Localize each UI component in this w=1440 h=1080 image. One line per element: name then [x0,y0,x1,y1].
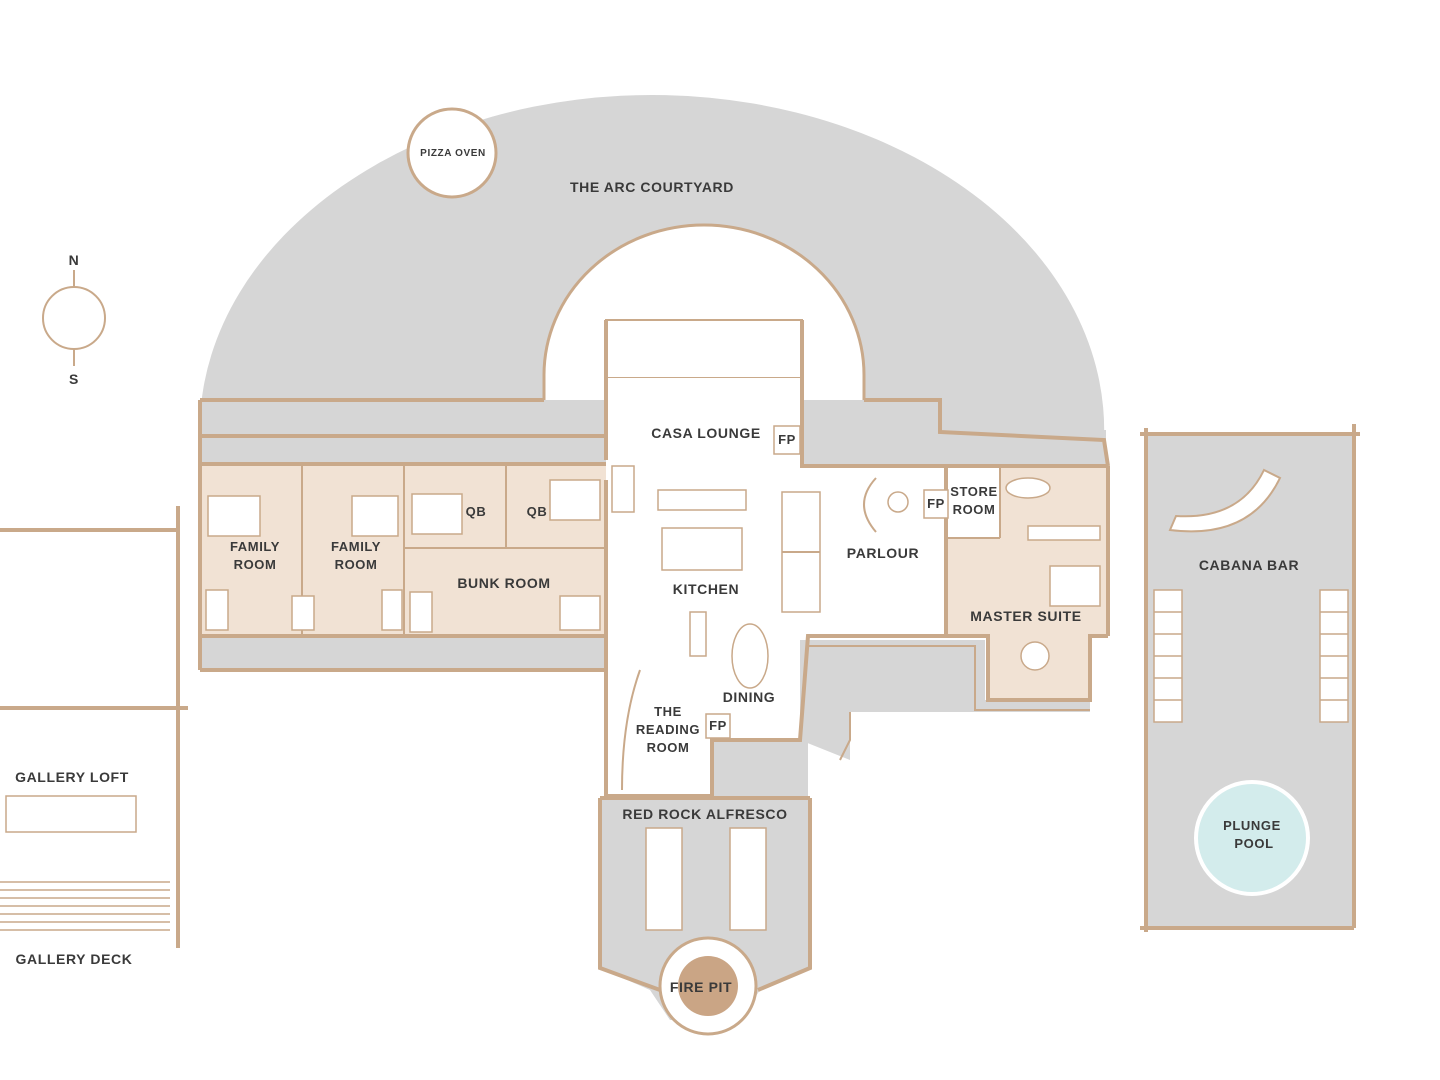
reading-room-wall [621,669,641,791]
qb-1-label: QB [466,504,487,519]
vanity [1027,525,1101,541]
bathtub [1005,477,1051,499]
cabana-bar-counter [1168,468,1282,533]
lounger-1 [645,827,683,931]
bed-family-2 [351,495,399,537]
reading-room-line-2: READING [636,722,700,737]
fp-reading-label: FP [709,718,727,733]
compass-circle [42,286,106,350]
dining-sideboard [689,611,707,657]
gallery-deck-boards [0,881,170,931]
fp-parlour-box [923,489,949,519]
master-south-wall [946,634,1108,702]
parlour-chair [887,491,909,513]
master-table [1020,641,1050,671]
lounger-2 [729,827,767,931]
central-core [606,378,946,796]
dining-label: DINING [723,689,776,705]
store-room-line-2: ROOM [953,502,996,517]
bed-single-3 [381,589,403,631]
kitchen-label: KITCHEN [673,581,739,597]
fire-pit-core [678,956,738,1016]
gallery-walls [0,506,188,948]
reading-room-line-1: THE [654,704,682,719]
arc-courtyard-label: THE ARC COURTYARD [570,179,734,195]
casa-lounge-label: CASA LOUNGE [651,425,761,441]
bed-qb-1 [411,493,463,535]
store-room-line-1: STORE [950,484,998,499]
arc-inner [542,223,866,400]
reading-room-line-3: ROOM [647,740,690,755]
cabana-daybeds-right [1319,589,1349,723]
east-corridor [800,430,1106,466]
plunge-pool-line-2: POOL [1234,836,1273,851]
family-room-1-line-1: FAMILY [230,539,280,554]
terrace-outline [808,645,1090,761]
parlour-sofa [863,477,877,533]
master-bed [1049,565,1101,607]
master-suite-label: MASTER SUITE [970,608,1081,624]
alfresco-wall [598,796,812,992]
compass-north-label: N [69,252,80,268]
pizza-oven-circle [406,107,498,199]
fp-lounge-box [773,425,801,455]
compass-south-label: S [69,371,79,387]
cabana-bar-label: CABANA BAR [1199,557,1299,573]
family-room-1-line-2: ROOM [234,557,277,572]
kitchen-island [661,527,743,571]
fp-parlour-label: FP [927,496,945,511]
pizza-oven-label: PIZZA OVEN [420,148,486,159]
stairs [611,465,635,513]
sofa [657,489,747,511]
red-rock-alfresco-label: RED ROCK ALFRESCO [622,806,787,822]
alfresco-link [712,740,808,800]
plunge-pool [1194,780,1310,896]
south-east-terrace [800,640,1090,760]
fire-pit-label: FIRE PIT [670,979,732,995]
bunk-1 [409,591,433,633]
gallery-furniture [5,795,137,833]
bed-qb-2 [549,479,601,521]
bunk-2 [559,595,601,631]
north-corridor [200,400,610,464]
bed-single-2 [291,595,315,631]
gallery-deck-label: GALLERY DECK [16,951,133,967]
bed-single-1 [205,589,229,631]
fp-lounge-label: FP [778,432,796,447]
dining-table [731,623,769,689]
plunge-pool-line-1: PLUNGE [1223,818,1281,833]
cabana-walls [1140,424,1360,932]
cabana-daybeds-left [1153,589,1183,723]
fp-reading-box [705,713,731,739]
qb-2-label: QB [527,504,548,519]
gallery-loft-label: GALLERY LOFT [15,769,129,785]
bunk-room-label: BUNK ROOM [457,575,550,591]
south-corridor [200,636,610,670]
bed-family-1 [207,495,261,537]
family-room-2-line-1: FAMILY [331,539,381,554]
wing-outer-wall [200,398,1110,467]
family-room-2-line-2: ROOM [335,557,378,572]
store-room-area [948,466,1000,538]
parlour-label: PARLOUR [847,545,919,561]
